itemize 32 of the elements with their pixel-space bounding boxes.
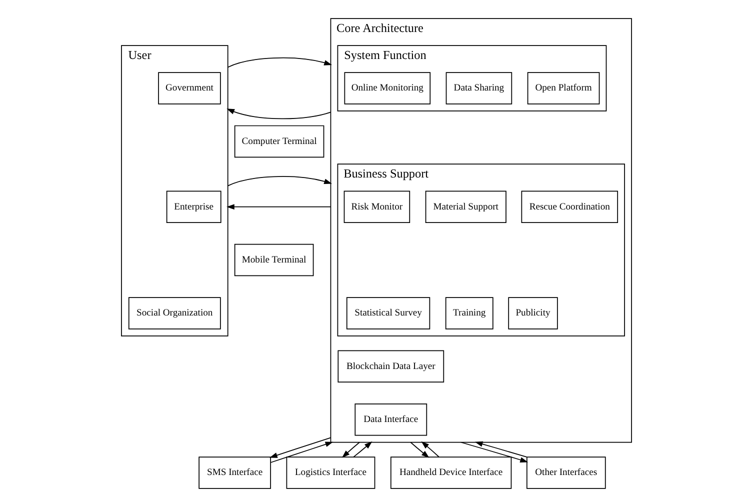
arrow <box>226 204 331 210</box>
node-box: Data Interface <box>354 403 427 436</box>
arrow <box>410 442 429 458</box>
arrow <box>420 441 439 458</box>
arrow <box>226 176 332 186</box>
arrow <box>226 57 332 68</box>
node-box: SMS Interface <box>198 456 270 489</box>
arrow <box>352 441 372 458</box>
node-box: Logistics Interface <box>286 456 375 489</box>
node-box: Training <box>444 297 493 330</box>
node-box: Computer Terminal <box>234 125 324 158</box>
arrow <box>460 442 528 463</box>
node-box: Enterprise <box>166 190 221 223</box>
node-box: Other Interfaces <box>526 456 606 489</box>
arrow <box>226 108 331 120</box>
node-box: Handheld Device Interface <box>390 456 512 489</box>
node-box: Government <box>158 72 220 104</box>
node-box: Publicity <box>508 297 558 330</box>
node-box: Social Organization <box>128 297 220 330</box>
node-box: Mobile Terminal <box>234 244 314 276</box>
arrow <box>270 442 333 463</box>
node-box: Blockchain Data Layer <box>337 350 444 383</box>
node-box: Rescue Coordination <box>520 190 618 223</box>
node-box: Material Support <box>424 190 506 223</box>
arrow <box>268 437 331 458</box>
node-box: Statistical Survey <box>346 297 430 330</box>
node-box: Online Monitoring <box>344 72 430 104</box>
node-box: Data Sharing <box>445 72 512 104</box>
node-box: Open Platform <box>526 72 600 104</box>
node-box: Risk Monitor <box>343 190 410 223</box>
arrow <box>341 442 360 458</box>
arrow <box>474 441 526 458</box>
